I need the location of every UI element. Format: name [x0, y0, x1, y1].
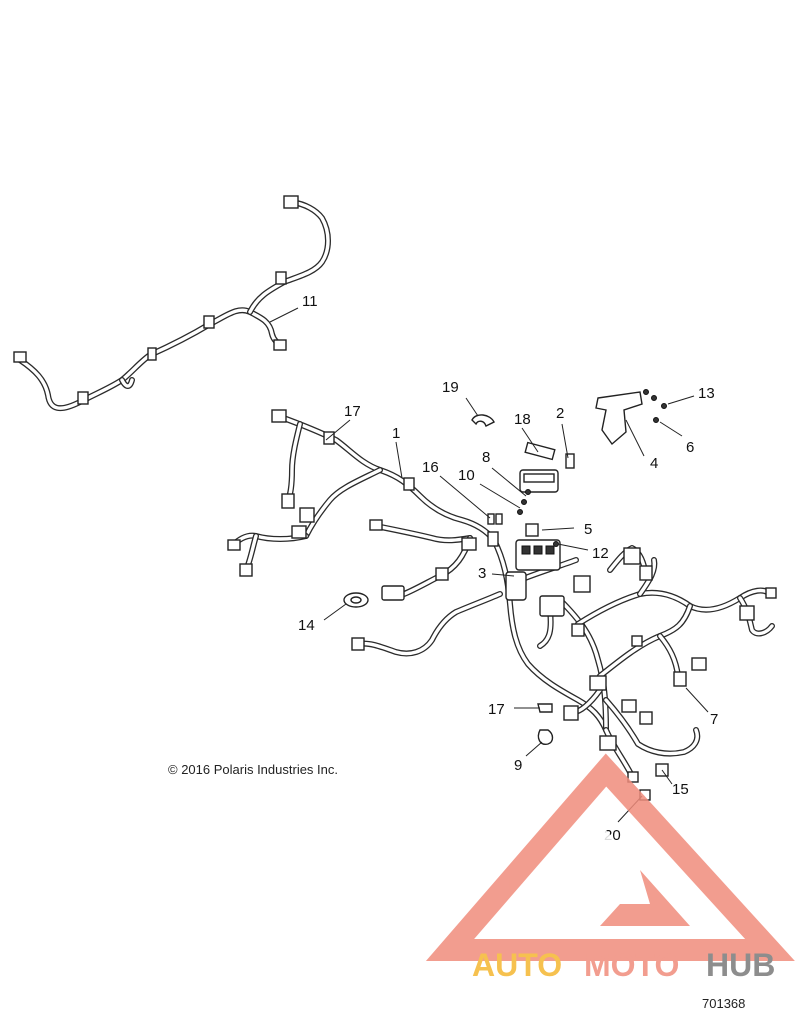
callout-10: 10	[458, 467, 475, 484]
callout-4: 4	[650, 455, 658, 472]
callout-16: 16	[422, 459, 439, 476]
callout-1: 1	[392, 425, 400, 442]
main-harness-1	[227, 409, 777, 783]
document-number: 701368	[702, 996, 745, 1011]
clip-19	[471, 414, 495, 427]
clip-17-lower	[537, 703, 553, 713]
leader-lines	[269, 307, 709, 823]
callout-12: 12	[592, 545, 609, 562]
watermark-auto: AUTO	[472, 947, 562, 983]
grommet-14	[343, 592, 369, 608]
callout-6: 6	[686, 439, 694, 456]
callout-14: 14	[298, 617, 315, 634]
callout-17-lower: 17	[488, 701, 505, 718]
callout-3: 3	[478, 565, 486, 582]
callout-5: 5	[584, 521, 592, 538]
watermark-logo: AUTO MOTO HUB	[425, 753, 795, 983]
callout-8: 8	[482, 449, 490, 466]
label-18	[524, 441, 556, 461]
upper-harness-11	[13, 195, 331, 412]
callout-18: 18	[514, 411, 531, 428]
relay-5	[525, 523, 539, 537]
fuse-box-cover-8	[519, 469, 559, 493]
small-fasteners	[517, 389, 667, 547]
callout-19: 19	[442, 379, 459, 396]
clips-16	[487, 513, 503, 525]
strap-9	[537, 729, 554, 745]
callout-labels: 1 2 3 4 5 6 7 8 9 10 11 12 13 14 15 16 1…	[298, 293, 718, 844]
bracket-4	[595, 391, 643, 446]
callout-2: 2	[556, 405, 564, 422]
fuse-2	[565, 453, 575, 469]
copyright-notice: © 2016 Polaris Industries Inc.	[168, 762, 338, 777]
callout-7: 7	[710, 711, 718, 728]
callout-13: 13	[698, 385, 715, 402]
callout-17-upper: 17	[344, 403, 361, 420]
watermark-hub: HUB	[706, 947, 775, 983]
callout-15: 15	[672, 781, 689, 798]
callout-11: 11	[302, 293, 318, 310]
watermark-moto: MOTO	[584, 947, 679, 983]
callout-9: 9	[514, 757, 522, 774]
